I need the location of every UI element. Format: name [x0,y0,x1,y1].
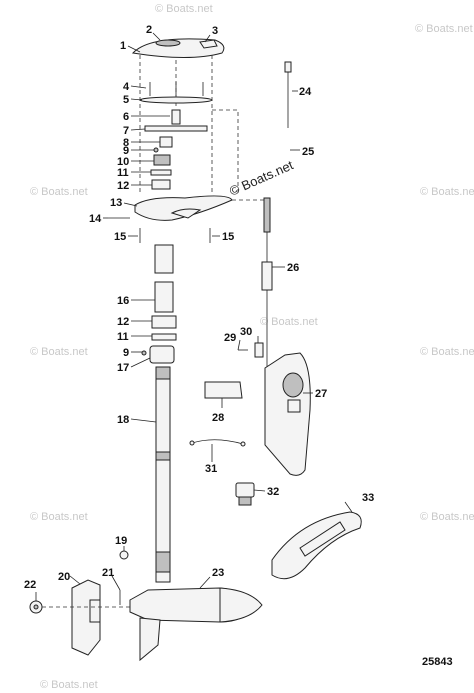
watermark: © Boats.net [420,511,474,523]
callout-number: 32 [267,486,279,498]
spacer [150,169,172,176]
propeller-nut-center [33,604,39,610]
callout-number: 5 [123,94,129,106]
callout-number: 11 [117,331,129,343]
propeller [71,579,101,656]
callout-number: 27 [315,388,327,400]
watermark: © Boats.net [155,3,213,15]
washer [119,550,129,560]
callout-number: 14 [89,213,102,225]
callout-number: 12 [117,316,129,328]
power-cable [261,197,273,370]
leader-lines [35,32,353,601]
callout-number: 28 [212,412,224,424]
watermark-main: © Boats.net [227,157,296,199]
watermark-tiles: © Boats.net © Boats.net © Boats.net © Bo… [30,3,474,691]
tiller-handle [264,352,311,476]
composite-shaft [155,366,171,583]
bushing [159,136,173,148]
switch [171,109,181,125]
watermark: © Boats.net [30,346,88,358]
callout-number: 13 [110,197,122,209]
callout-number: 6 [123,111,129,123]
shaft-sleeve [154,244,174,274]
bracket [204,381,243,399]
watermark: © Boats.net [260,316,318,328]
callout-number: 21 [102,567,114,579]
watermark: © Boats.net [30,511,88,523]
callout-number: 20 [58,571,70,583]
callout-number: 15 [114,231,126,243]
callout-number: 7 [123,125,129,137]
motor-head-cover [131,38,225,58]
callout-number: 22 [24,579,36,591]
watermark: © Boats.net [415,23,473,35]
watermark: © Boats.net [40,679,98,691]
figure-number: 25843 [422,656,453,668]
callout-number: 9 [123,347,129,359]
callout-number: 9 [123,145,129,157]
callout-number: 8 [123,137,129,149]
bracket-plate [144,125,208,132]
set-screw [153,147,159,153]
screws [149,82,204,96]
callout-number: 12 [117,180,129,192]
callout-number: 29 [224,332,236,344]
callout-number: 30 [240,326,252,338]
callout-number: 24 [299,86,312,98]
collar [151,179,171,190]
callout-number: 31 [205,463,217,475]
callout-number: 1 [120,40,126,52]
callout-number: 3 [212,25,218,37]
steering-collar [149,345,175,364]
motor-head-base [134,195,233,221]
mounting-strap [271,511,362,580]
callout-number: 15 [222,231,234,243]
plug-connector [235,482,255,506]
spacer [151,333,177,341]
callout-number: 10 [117,156,129,168]
collar [151,315,177,329]
callout-number: 18 [117,414,129,426]
callout-number: 33 [362,492,374,504]
shaft-sleeve [154,281,174,313]
callout-number: 23 [212,567,224,579]
callout-number: 19 [115,535,127,547]
gasket [139,96,213,104]
callout-number: 4 [123,81,130,93]
callout-number: 26 [287,262,299,274]
watermark: © Boats.net [420,186,474,198]
callout-number: 25 [302,146,314,158]
cable-tie [284,61,292,128]
lower-unit [129,587,263,662]
set-screw [141,350,147,356]
gear [153,154,171,166]
callout-number: 16 [117,295,129,307]
callout-number: 17 [117,362,129,374]
callout-number: 2 [146,24,152,36]
callout-labels: 1 2 3 4 5 6 7 8 9 10 11 12 13 14 15 15 1… [24,24,374,591]
watermark: © Boats.net [30,186,88,198]
battery-lead [191,439,244,445]
callout-number: 11 [117,167,129,179]
watermark: © Boats.net [420,346,474,358]
clip [254,342,264,358]
